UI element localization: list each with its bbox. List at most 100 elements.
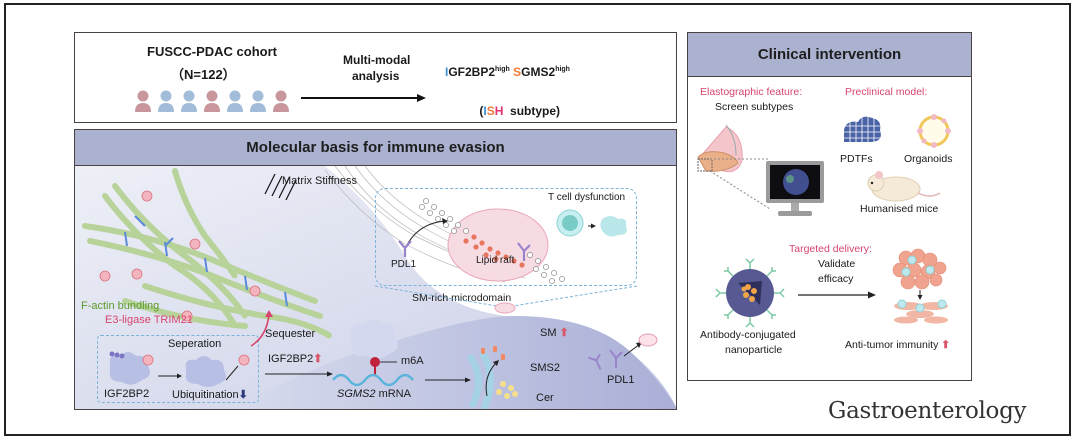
sm-molecules: [481, 346, 505, 360]
journal-logo: Gastroenterology: [828, 398, 1027, 424]
igf2bp2-up-label: IGF2BP2⬆: [268, 352, 322, 365]
sequester-label: Sequester: [265, 328, 316, 340]
cohort-n: （N=122）: [171, 67, 236, 82]
igf2bp2-up-text: IGF2BP2: [268, 353, 314, 365]
elastographic-label: Elastographic feature:: [700, 86, 803, 98]
up-arrow-icon: ⬆: [313, 353, 323, 365]
dying-cell-icon: [600, 216, 627, 237]
up-arrow-icon: ⬆: [938, 339, 951, 351]
zoom-lines: [709, 158, 771, 210]
membrane-pdl1-label: PDL1: [607, 374, 635, 386]
person-icon: [227, 90, 243, 112]
seperation-label: Seperation: [168, 338, 222, 350]
clinical-title: Clinical intervention: [757, 46, 902, 63]
pdl1-free-icon: [398, 240, 412, 257]
subtype-genes: IGF2BP2high SGMS2high: [445, 65, 570, 79]
gene1-sup: high: [495, 66, 510, 73]
ubiquitination-text: Ubiquitination: [172, 389, 239, 401]
translation-arrow: [265, 371, 333, 377]
e3-ligase-label: E3-ligase TRIM21: [105, 314, 193, 326]
molecular-title: Molecular basis for immune evasion: [246, 139, 505, 156]
pancreas-icon: [697, 124, 743, 173]
sequester-arrow: [250, 310, 273, 347]
person-icon: [135, 90, 151, 112]
gene2-sup: high: [555, 66, 570, 73]
person-icon: [273, 90, 289, 112]
ish-s: S: [486, 104, 495, 118]
gene2-initial: S: [513, 65, 522, 79]
cohort-title: FUSCC-PDAC cohort: [147, 44, 277, 59]
validate-label-1: Validate: [818, 258, 856, 270]
mrna-wave: [332, 373, 414, 387]
mrna-complex-icon: [332, 320, 414, 387]
molecular-panel: Molecular basis for immune evasion: [74, 129, 677, 410]
sm-lipids: [463, 234, 525, 268]
clinical-panel: Clinical intervention Elastographic feat…: [687, 32, 972, 381]
igf2bp2-label: IGF2BP2: [104, 388, 150, 400]
validate-arrow: [798, 291, 876, 299]
stiffness-arrows: [264, 173, 297, 201]
pdtfs-icon: [840, 114, 884, 144]
humanised-mice-label: Humanised mice: [860, 203, 939, 215]
sgms2-gene: SGMS2: [337, 388, 376, 400]
bound-pdl1-icon: [517, 242, 531, 261]
person-icon: [158, 90, 174, 112]
trim21-dots: [99, 190, 261, 322]
membrane-bilayer: [403, 198, 565, 284]
screen-subtypes-label: Screen subtypes: [715, 101, 794, 113]
analysis-label-2: analysis: [352, 69, 400, 83]
up-arrow-icon: ⬆: [556, 327, 569, 339]
cell-membrane: [238, 316, 676, 409]
cell-background: [75, 165, 676, 409]
analysis-arrow: [301, 94, 426, 102]
mrna-suffix: mRNA: [375, 388, 411, 400]
targeted-delivery-label: Targeted delivery:: [789, 243, 872, 255]
lipid-raft-inset: PDL1 Lipid raft T cell dysfunction: [375, 188, 637, 286]
sm-text: SM: [540, 327, 557, 339]
enzyme-arrow: [425, 377, 471, 383]
bilayer-beads: [419, 198, 565, 284]
paren-open: (: [479, 104, 484, 118]
igf2bp2-free-icon: [185, 354, 250, 387]
t-cell-dysfunction-label: T cell dysfunction: [548, 192, 626, 203]
tumor-icon: [892, 248, 948, 324]
m6a-label: m6A: [401, 355, 424, 367]
membrane-pdl1-icons: [587, 333, 658, 370]
t-cell-icon: [556, 209, 627, 237]
igf2bp2-protein-icon: [109, 351, 154, 385]
person-icon: [250, 90, 266, 112]
matrix-stiffness-label: Matrix Stiffness: [282, 175, 357, 187]
pdtfs-label: PDTFs: [840, 153, 873, 165]
person-icon: [204, 90, 220, 112]
organoids-icon: [917, 114, 951, 148]
ish-i: I: [483, 104, 487, 118]
subtype-label: (ISH subtype): [466, 90, 560, 132]
figure-frame: [4, 3, 1071, 436]
ubiquitination-box: Seperation IGF2BP2 Ubiquitination⬇: [97, 335, 259, 403]
person-icon: [181, 90, 197, 112]
sm-up-label: SM ⬆: [540, 326, 569, 339]
sms2-enzyme-icon: [467, 346, 518, 409]
nanoparticle-icon: [715, 258, 785, 328]
sms2-label: SMS2: [530, 362, 560, 374]
ish-h: H: [494, 104, 504, 118]
ceramide-dots: [496, 381, 518, 399]
actin-crosslinks: [124, 215, 288, 307]
patient-icons-svg: [135, 90, 289, 112]
inset-pdl1-label: PDL1: [391, 259, 417, 270]
anti-tumor-label: Anti-tumor immunity ⬆: [845, 339, 950, 351]
microdomain-callout: [374, 285, 638, 314]
separation-arrow: [158, 373, 182, 379]
ubiquitination-label: Ubiquitination⬇: [172, 388, 248, 401]
molecular-panel-header: Molecular basis for immune evasion: [75, 130, 676, 166]
nanoparticle-label-1: Antibody-conjugated: [700, 329, 796, 341]
subtype-suffix: subtype): [503, 104, 561, 118]
microdomain-label: SM-rich microdomain: [412, 292, 512, 304]
gene1-initial: I: [445, 65, 449, 79]
analysis-label-1: Multi-modal: [343, 53, 411, 67]
validate-label-2: efficacy: [818, 273, 854, 285]
monitor-icon: [766, 161, 824, 216]
nanoparticle-label-2: nanoparticle: [725, 344, 783, 356]
organoids-label: Organoids: [904, 153, 953, 165]
lipid-raft-label: Lipid raft: [476, 255, 515, 266]
